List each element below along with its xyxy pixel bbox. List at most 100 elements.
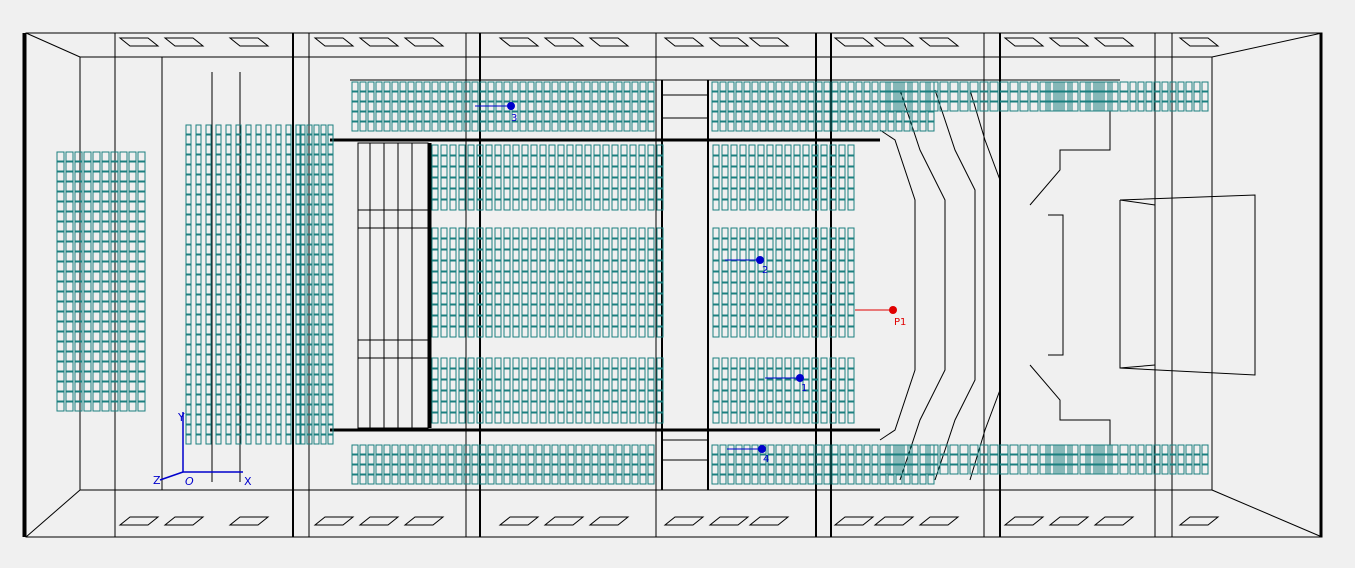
seat [767,91,775,102]
sound-source-p1[interactable]: P1 [855,306,906,328]
seat [265,274,272,285]
seat [195,154,202,165]
seat [255,144,262,155]
seat [503,474,511,485]
receiver-1[interactable]: 1 [765,374,807,394]
seat [431,111,439,122]
seat [911,101,919,112]
seat [299,364,306,375]
seat [306,404,313,415]
seat [479,81,487,92]
seat [1079,444,1089,455]
seat [458,238,466,250]
seat [766,271,774,283]
seat [215,414,222,425]
seat [784,188,792,200]
seat [847,155,855,167]
seat [503,293,511,305]
seat [479,464,487,475]
seat [275,144,282,155]
seat [719,444,727,455]
seat [909,444,919,455]
seat [911,454,919,465]
seat [639,111,647,122]
receiver-4[interactable]: 4 [727,445,769,465]
seat [83,291,92,302]
seat [215,314,222,325]
seat [65,371,74,382]
seat [887,444,895,455]
seat [802,326,810,338]
receiver-dot-icon[interactable] [507,102,515,110]
seat [539,304,547,316]
seat [656,304,664,316]
seat [566,166,574,178]
seat [1193,101,1201,112]
seat [512,368,520,380]
source-dot-icon[interactable] [889,306,897,314]
receiver-dot-icon[interactable] [796,374,804,382]
seat [306,364,313,375]
seat [205,304,212,315]
seat [602,412,610,424]
seat [566,412,574,424]
seat [1047,91,1055,102]
seat [871,81,879,92]
seat [295,294,302,305]
seat [638,227,646,239]
seat [530,293,538,305]
seat [512,227,520,239]
seat [527,101,535,112]
seat [320,274,327,285]
seat [656,282,664,294]
seat [730,390,738,402]
seat [647,249,655,261]
seat [476,177,484,189]
receiver-2[interactable]: 2 [725,256,768,276]
seat [476,326,484,338]
seat [712,238,720,250]
receiver-dot-icon[interactable] [758,445,766,453]
seat [215,294,222,305]
seat [838,188,846,200]
seat [1185,454,1193,465]
seat [1153,454,1161,465]
receiver-3[interactable]: 3 [475,102,517,124]
seat [306,264,313,275]
ceiling-panel [708,516,750,526]
seat [783,81,791,92]
seat [879,444,889,455]
seat [1047,454,1055,465]
seat [530,166,538,178]
seat [527,444,535,455]
seat [539,401,547,413]
seat [92,231,101,242]
seat [195,424,202,435]
seat [759,101,767,112]
seat [539,188,547,200]
seat [855,91,863,102]
seat [440,304,448,316]
seat [327,414,334,425]
seat [989,454,999,465]
seat [92,191,101,202]
seat [306,224,313,235]
seat [647,390,655,402]
seat [447,91,455,102]
ceiling-panel [228,37,270,47]
seat [1153,91,1161,102]
seat [811,144,819,156]
seat [110,251,119,262]
seat [1145,454,1153,465]
seat [919,81,927,92]
seat [539,249,547,261]
seat [471,81,479,92]
seat [1079,444,1087,455]
seat [128,251,137,262]
receiver-dot-icon[interactable] [756,256,764,264]
seat [521,249,529,261]
seat [748,227,756,239]
seat [225,404,232,415]
